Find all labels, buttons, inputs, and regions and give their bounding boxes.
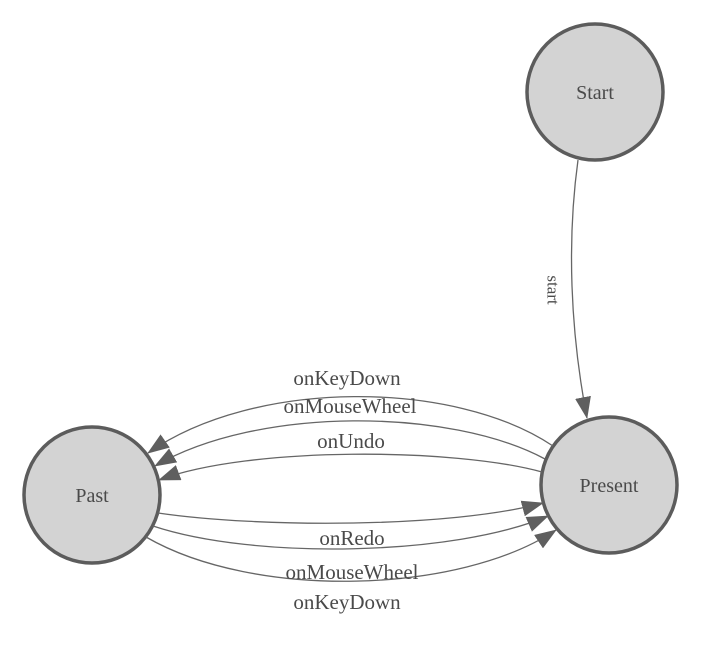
state-label-past: Past bbox=[75, 485, 109, 507]
edge-label-start: start bbox=[544, 275, 563, 305]
edge-past-to-present-onkeydown[interactable] bbox=[145, 529, 557, 582]
state-circle-present[interactable] bbox=[539, 415, 679, 555]
state-label-start: Start bbox=[576, 82, 614, 104]
edge-label-onmousewheel-bottom: onMouseWheel bbox=[286, 560, 419, 584]
state-node-start[interactable]: Start bbox=[525, 22, 665, 162]
edge-present-to-past-onkeydown[interactable] bbox=[147, 395, 554, 454]
state-circle-start[interactable] bbox=[525, 22, 665, 162]
edge-present-to-past-onundo[interactable] bbox=[158, 453, 543, 481]
edge-past-to-present-onredo[interactable] bbox=[157, 500, 544, 524]
edge-label-onmousewheel-top: onMouseWheel bbox=[284, 394, 417, 418]
edge-present-to-past-onmousewheel[interactable] bbox=[154, 420, 546, 467]
state-node-present[interactable]: Present bbox=[539, 415, 679, 555]
state-circle-past[interactable] bbox=[22, 425, 162, 565]
edge-past-to-present-onmousewheel[interactable] bbox=[152, 515, 549, 550]
edge-label-onredo: onRedo bbox=[319, 526, 384, 550]
state-label-present: Present bbox=[580, 475, 639, 497]
edge-label-onkeydown-top: onKeyDown bbox=[293, 366, 401, 390]
state-node-past[interactable]: Past bbox=[22, 425, 162, 565]
edge-label-onundo: onUndo bbox=[317, 429, 385, 453]
edge-start-to-present[interactable] bbox=[570, 159, 591, 419]
edge-label-onkeydown-bottom: onKeyDown bbox=[293, 590, 401, 614]
